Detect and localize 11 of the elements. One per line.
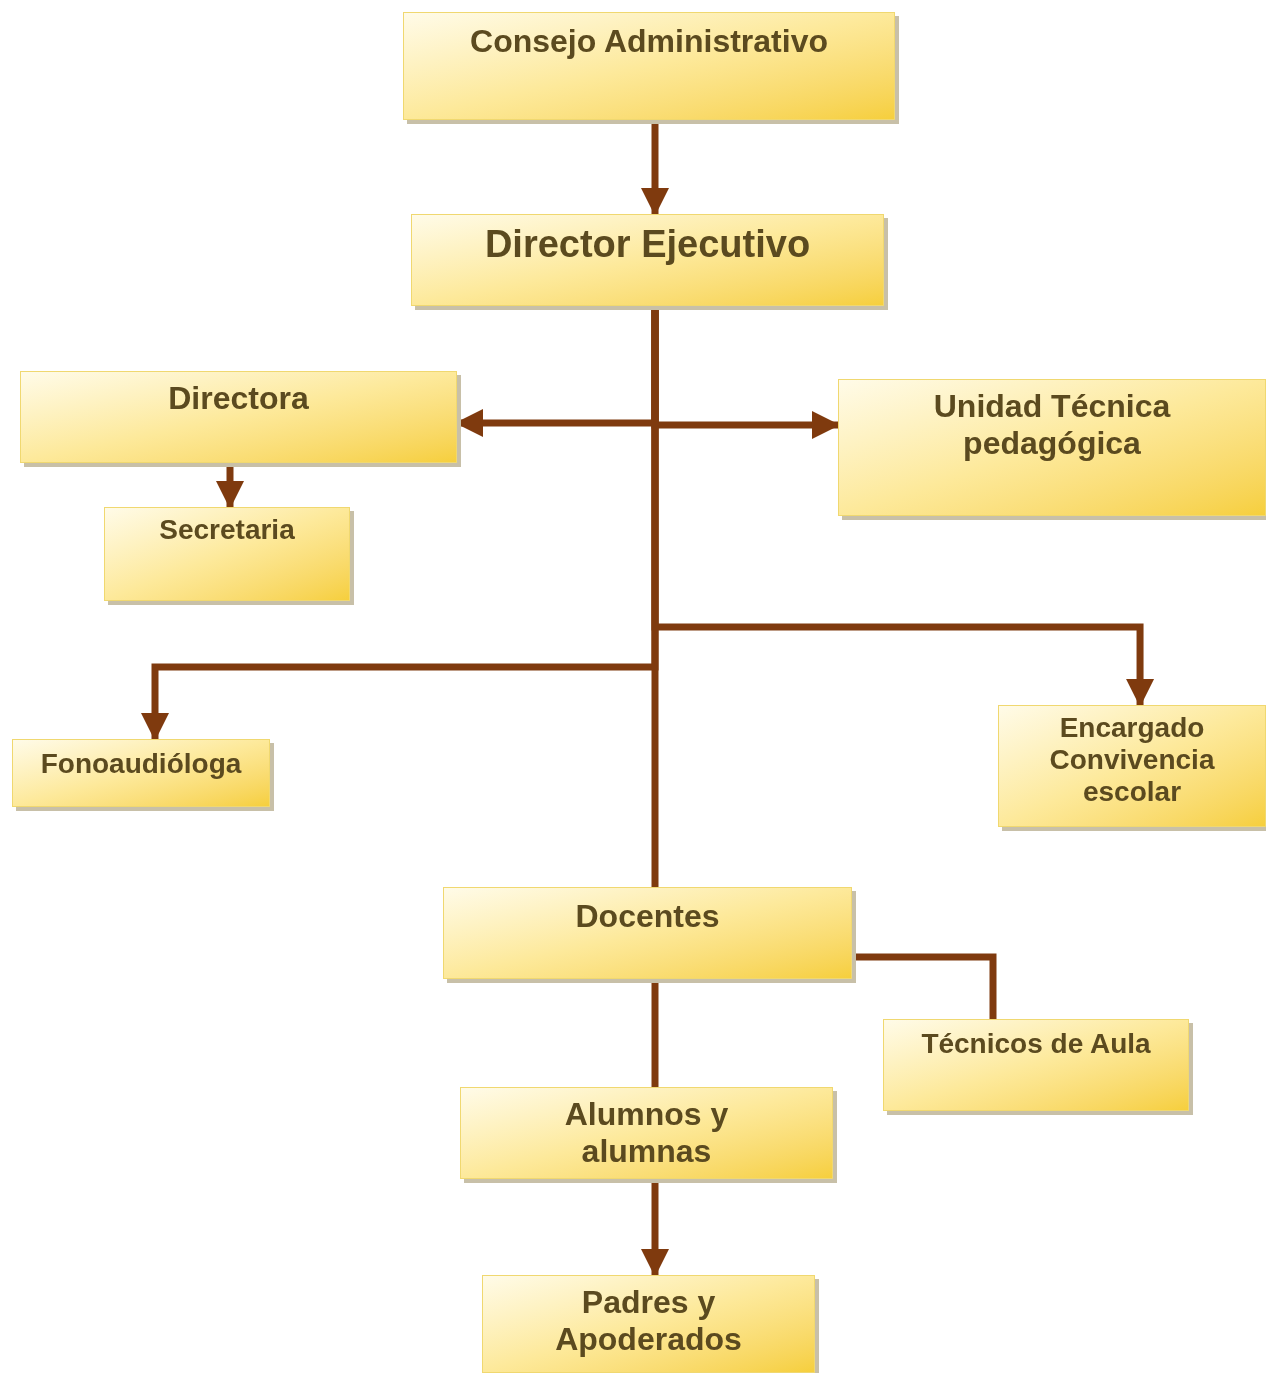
box-label: Técnicos de Aula — [920, 1028, 1152, 1061]
box-label: Fonoaudióloga — [39, 748, 243, 781]
box-label: Padres y Apoderados — [554, 1284, 743, 1358]
box-label: Consejo Administrativo — [469, 23, 829, 60]
box-label: Secretaria — [158, 514, 296, 547]
box-label: Unidad Técnica pedagógica — [932, 388, 1172, 462]
box-label: Directora — [167, 380, 310, 417]
box-label: Director Ejecutivo — [483, 223, 812, 267]
box-label: Alumnos y alumnas — [563, 1096, 730, 1170]
box-label: Docentes — [574, 898, 721, 935]
box-label: Encargado Convivencia escolar — [1048, 712, 1216, 809]
